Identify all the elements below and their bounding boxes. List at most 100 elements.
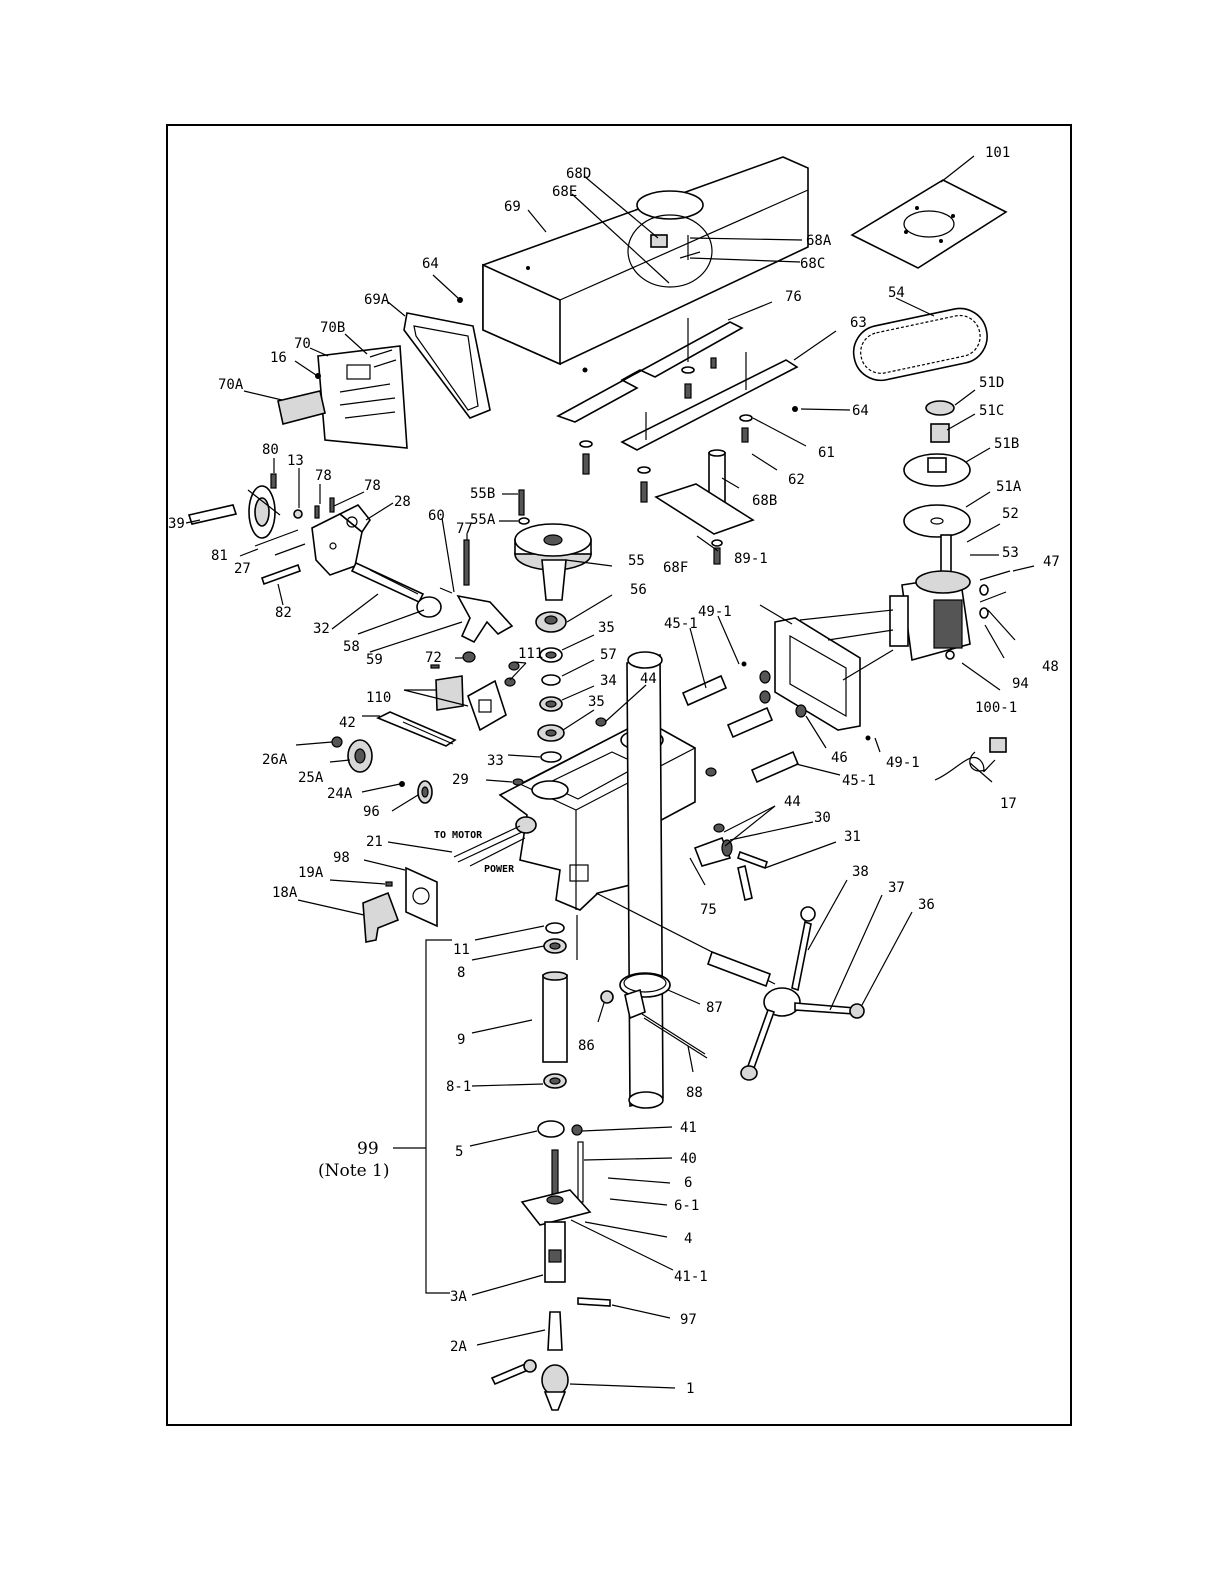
- label-8: 8: [457, 965, 465, 981]
- label-38: 38: [852, 864, 869, 880]
- label-to-motor: TO MOTOR: [434, 830, 483, 841]
- label-6-1: 6-1: [674, 1198, 699, 1214]
- label-28: 28: [394, 494, 411, 510]
- label-41: 41: [680, 1120, 697, 1136]
- label-100-1: 100-1: [975, 700, 1017, 716]
- label-3A: 3A: [450, 1289, 467, 1305]
- label-6: 6: [684, 1175, 692, 1191]
- label-54: 54: [888, 285, 905, 301]
- feed-shaft-group: [350, 539, 514, 663]
- label-9: 9: [457, 1032, 465, 1048]
- label-87: 87: [706, 1000, 723, 1016]
- label-26A: 26A: [262, 752, 288, 768]
- feed-handle-38: [595, 892, 865, 1081]
- label-69A: 69A: [364, 292, 390, 308]
- power-cord-17: [934, 737, 1007, 781]
- label-94: 94: [1012, 676, 1029, 692]
- label-110: 110: [366, 690, 391, 706]
- belt-guard-cover: [457, 156, 809, 373]
- label-44-a: 44: [640, 671, 657, 687]
- diagram-frame: [166, 124, 1072, 1426]
- mount-plates-76-63: [556, 318, 799, 503]
- label-46: 46: [831, 750, 848, 766]
- label-51A: 51A: [996, 479, 1022, 495]
- label-44-b: 44: [784, 794, 801, 810]
- label-30: 30: [814, 810, 831, 826]
- spindle-bearings: [535, 611, 567, 763]
- label-41-1: 41-1: [674, 1269, 708, 1285]
- label-35-a: 35: [598, 620, 615, 636]
- handwheel-group: [187, 473, 371, 586]
- label-96: 96: [363, 804, 380, 820]
- label-56: 56: [630, 582, 647, 598]
- label-5: 5: [455, 1144, 463, 1160]
- label-64-a: 64: [422, 256, 439, 272]
- label-57: 57: [600, 647, 617, 663]
- note-1: (Note 1): [318, 1161, 390, 1181]
- label-21: 21: [366, 834, 383, 850]
- quill-assembly-99: [425, 915, 611, 1411]
- head-casting: [498, 719, 697, 911]
- label-80: 80: [262, 442, 279, 458]
- label-42: 42: [339, 715, 356, 731]
- label-78-b: 78: [364, 478, 381, 494]
- label-40: 40: [680, 1151, 697, 1167]
- label-62: 62: [788, 472, 805, 488]
- label-63: 63: [850, 315, 867, 331]
- label-52: 52: [1002, 506, 1019, 522]
- motor-pulley-51: [903, 400, 971, 538]
- label-31: 31: [844, 829, 861, 845]
- label-53: 53: [1002, 545, 1019, 561]
- switch-blocks-110-111: [430, 661, 520, 732]
- spacer-68B-plate-68F: [654, 449, 755, 565]
- collar-87: [600, 972, 708, 1059]
- label-1: 1: [686, 1381, 694, 1397]
- label-81: 81: [211, 548, 228, 564]
- label-13: 13: [287, 453, 304, 469]
- label-4: 4: [684, 1231, 692, 1247]
- label-37: 37: [888, 880, 905, 896]
- label-75: 75: [700, 902, 717, 918]
- label-78-a: 78: [315, 468, 332, 484]
- v-belt-54: [852, 307, 988, 382]
- label-77: 77: [456, 521, 473, 537]
- label-48: 48: [1042, 659, 1059, 675]
- pinion-shaft-42: [376, 711, 457, 747]
- label-33: 33: [487, 753, 504, 769]
- callout-labels: 101 68D 68E 69 68A 68C 64 69A 76 63 54 7…: [168, 145, 1060, 1397]
- label-51B: 51B: [994, 436, 1019, 452]
- label-36: 36: [918, 897, 935, 913]
- wiring-21: [453, 825, 526, 867]
- label-8-1: 8-1: [446, 1079, 471, 1095]
- label-49-1-b: 49-1: [886, 755, 920, 771]
- label-60: 60: [428, 508, 445, 524]
- label-35-b: 35: [588, 694, 605, 710]
- label-16: 16: [270, 350, 287, 366]
- label-70B: 70B: [320, 320, 345, 336]
- label-51D: 51D: [979, 375, 1004, 391]
- label-47: 47: [1043, 554, 1060, 570]
- label-97: 97: [680, 1312, 697, 1328]
- label-61: 61: [818, 445, 835, 461]
- label-34: 34: [600, 673, 617, 689]
- label-45-1-a: 45-1: [664, 616, 698, 632]
- label-32: 32: [313, 621, 330, 637]
- spindle-pulley-55: [514, 489, 592, 601]
- label-64-b: 64: [852, 403, 869, 419]
- label-70A: 70A: [218, 377, 244, 393]
- label-55B: 55B: [470, 486, 495, 502]
- label-39: 39: [168, 516, 185, 532]
- column: [626, 651, 664, 1109]
- switch-18A-98: [362, 866, 438, 943]
- label-98: 98: [333, 850, 350, 866]
- label-51C: 51C: [979, 403, 1004, 419]
- label-18A: 18A: [272, 885, 298, 901]
- label-68D: 68D: [566, 166, 591, 182]
- depth-stop-group: [331, 736, 433, 804]
- label-27: 27: [234, 561, 251, 577]
- label-68A: 68A: [806, 233, 832, 249]
- motor-100-1: [889, 534, 1011, 662]
- top-plate-101: [850, 179, 1008, 269]
- label-17: 17: [1000, 796, 1017, 812]
